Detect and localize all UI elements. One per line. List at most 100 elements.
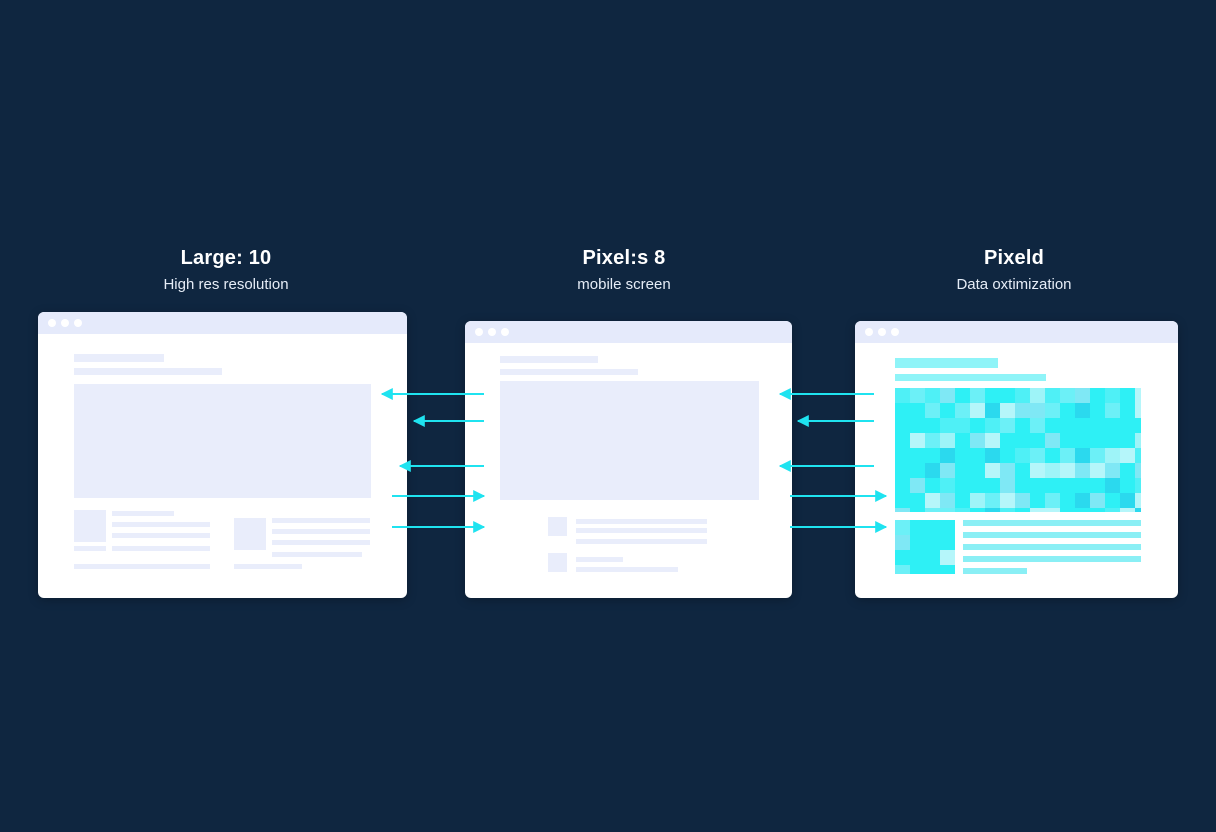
pixel-tile <box>940 535 955 550</box>
pixel-tile <box>1000 418 1015 433</box>
pixel-tile <box>925 493 940 508</box>
pixel-tile <box>955 508 970 512</box>
pixel-tile <box>955 448 970 463</box>
pixel-tile <box>970 403 985 418</box>
panel-subtitle: Data oxtimization <box>956 276 1072 293</box>
text-placeholder <box>576 567 678 572</box>
pixel-tile <box>1090 448 1105 463</box>
text-placeholder <box>576 557 623 562</box>
pixel-tile <box>1045 433 1060 448</box>
pixel-tile <box>1120 403 1135 418</box>
pixel-tile <box>1120 508 1135 512</box>
heading-placeholder <box>895 358 998 368</box>
pixel-tile <box>1030 493 1045 508</box>
text-placeholder <box>963 544 1141 550</box>
text-placeholder <box>112 533 210 538</box>
pixel-tile <box>985 448 1000 463</box>
window-titlebar <box>855 321 1178 343</box>
pixel-tile <box>1075 448 1090 463</box>
text-placeholder <box>74 368 222 375</box>
pixel-tile <box>1075 433 1090 448</box>
pixel-tile <box>1075 463 1090 478</box>
text-placeholder <box>963 520 1141 526</box>
panel-title: Large: 10 <box>180 247 272 269</box>
text-placeholder <box>112 546 210 551</box>
text-placeholder <box>963 532 1141 538</box>
pixel-tile <box>1045 463 1060 478</box>
window-dot-icon <box>475 328 483 336</box>
pixel-tile <box>940 463 955 478</box>
pixel-tile <box>1135 508 1141 512</box>
panel-subtitle: mobile screen <box>577 276 671 293</box>
text-placeholder <box>576 519 707 524</box>
pixel-tile <box>910 388 925 403</box>
pixel-tile <box>1075 493 1090 508</box>
window-dot-icon <box>865 328 873 336</box>
thumbnail-placeholder <box>74 510 106 542</box>
pixel-tile <box>1135 493 1141 508</box>
text-placeholder <box>112 522 210 527</box>
pixel-tile <box>1120 493 1135 508</box>
pixel-tile <box>1045 403 1060 418</box>
text-placeholder <box>74 546 106 551</box>
pixel-tile <box>1045 478 1060 493</box>
thumbnail-placeholder <box>548 553 567 572</box>
pixel-tile <box>1135 403 1141 418</box>
pixel-tile <box>1060 448 1075 463</box>
pixel-tile <box>1000 478 1015 493</box>
pixel-tile <box>1060 388 1075 403</box>
pixel-tile <box>985 493 1000 508</box>
thumbnail-placeholder <box>548 517 567 536</box>
text-placeholder <box>112 511 174 516</box>
window-dot-icon <box>48 319 56 327</box>
window-pixeld <box>855 321 1178 598</box>
pixel-tile <box>1015 388 1030 403</box>
text-placeholder <box>272 552 362 557</box>
pixel-tile <box>1090 463 1105 478</box>
text-placeholder <box>576 528 707 533</box>
heading-placeholder <box>74 354 164 362</box>
pixel-tile <box>1105 403 1120 418</box>
text-placeholder <box>895 374 1046 381</box>
text-placeholder <box>500 369 638 375</box>
pixel-tile <box>1105 448 1120 463</box>
text-placeholder <box>272 529 370 534</box>
pixel-tile <box>985 463 1000 478</box>
pixel-tile <box>1105 508 1120 512</box>
text-placeholder <box>234 564 302 569</box>
pixel-tile <box>895 508 910 512</box>
pixel-tile <box>1135 388 1141 403</box>
window-dot-icon <box>891 328 899 336</box>
window-titlebar <box>38 312 407 334</box>
text-placeholder <box>272 540 370 545</box>
pixel-tile <box>970 448 985 463</box>
panel-heading-large: Large: 10 High res resolution <box>126 246 326 294</box>
panel-heading-mobile: Pixel:s 8 mobile screen <box>524 246 724 294</box>
window-dot-icon <box>501 328 509 336</box>
pixel-tile <box>940 418 955 433</box>
pixel-tile <box>1045 388 1060 403</box>
pixel-tile <box>940 478 955 493</box>
pixel-tile <box>955 418 970 433</box>
pixel-tile <box>1030 508 1045 512</box>
pixel-tile <box>1075 388 1090 403</box>
pixel-tile <box>1030 448 1045 463</box>
hero-image-placeholder <box>500 381 759 500</box>
pixel-tile <box>925 463 940 478</box>
pixel-tile <box>1135 478 1141 493</box>
heading-placeholder <box>500 356 598 363</box>
panel-title: Pixeld <box>983 247 1045 269</box>
pixel-tile <box>895 565 910 574</box>
pixel-tile <box>955 403 970 418</box>
pixel-tile <box>1105 388 1120 403</box>
text-placeholder <box>963 556 1141 562</box>
pixel-tile <box>925 388 940 403</box>
pixel-tile <box>895 463 910 478</box>
pixel-tile <box>1120 448 1135 463</box>
pixel-tile <box>1060 463 1075 478</box>
window-large <box>38 312 407 598</box>
pixel-tile <box>940 508 955 512</box>
panel-title: Pixel:s 8 <box>582 247 666 269</box>
